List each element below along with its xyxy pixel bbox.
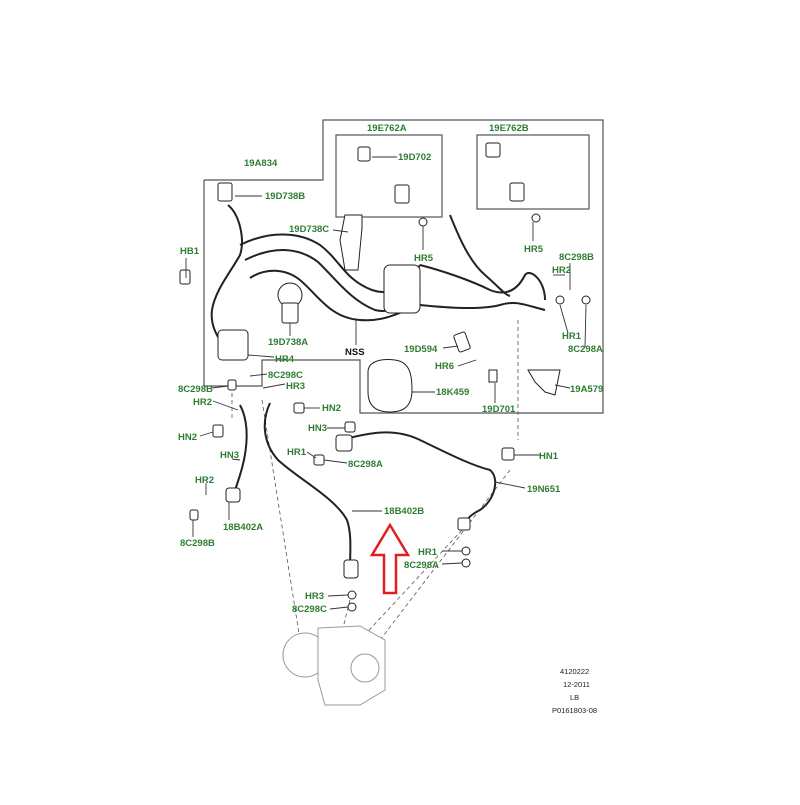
part-label: HR3: [286, 381, 305, 392]
part-label: HR2: [193, 397, 212, 408]
inset-box-19e762a: [335, 134, 443, 218]
components: [179, 142, 591, 413]
part-label: HN3: [308, 423, 327, 434]
part-label: HR2: [195, 475, 214, 486]
part-labels: 19E762A 19E762B 19A834 19D702 19D738B 19…: [178, 123, 603, 615]
part-label: 18B402B: [384, 506, 424, 517]
pipe-set: [210, 204, 546, 346]
part-label: HN2: [322, 403, 341, 414]
part-label: HN3: [220, 450, 239, 461]
part-label: 8C298C: [268, 370, 303, 381]
lower-hoses: [231, 402, 497, 573]
part-label: HR1: [562, 331, 582, 342]
part-label: 8C298A: [348, 459, 383, 470]
part-label: 19D738A: [268, 337, 308, 348]
caption-ref: P0161803-08: [552, 706, 597, 715]
part-label: HR4: [275, 354, 295, 365]
part-label: 8C298A: [568, 344, 603, 355]
part-label: 19E762B: [489, 123, 529, 134]
part-label: 19E762A: [367, 123, 407, 134]
diagram-caption: 4120222 12-2011 LB P0161803-08: [552, 667, 597, 715]
part-label: 19A834: [244, 158, 278, 169]
part-label: HR1: [418, 547, 438, 558]
part-label: 8C298B: [178, 384, 213, 395]
part-label: HR5: [414, 253, 434, 264]
part-label: 19D702: [398, 152, 431, 163]
part-label: 19D594: [404, 344, 438, 355]
assembly-frame: [203, 119, 604, 414]
part-label: HB1: [180, 246, 200, 257]
part-label: 8C298B: [559, 252, 594, 263]
part-label: HR6: [435, 361, 454, 372]
caption-date: 12-2011: [563, 680, 590, 689]
part-label: 19D701: [482, 404, 516, 415]
leader-lines: [185, 156, 587, 610]
part-label: HN1: [539, 451, 559, 462]
part-label: 8C298A: [404, 560, 439, 571]
part-label: 19D738C: [289, 224, 329, 235]
inset-box-19e762b: [476, 134, 590, 210]
part-label: 19N651: [527, 484, 561, 495]
caption-id: 4120222: [560, 667, 589, 676]
part-label: HN2: [178, 432, 197, 443]
part-label: HR5: [524, 244, 544, 255]
part-label: 19D738B: [265, 191, 305, 202]
compressor-ghost: [282, 625, 386, 706]
part-label: 8C298B: [180, 538, 215, 549]
part-label: 19A579: [570, 384, 603, 395]
part-label: HR2: [552, 265, 571, 276]
part-label: 18B402A: [223, 522, 263, 533]
caption-lang: LB: [570, 693, 579, 702]
lower-fittings: [189, 379, 515, 612]
part-label: NSS: [345, 347, 365, 358]
part-label: 18K459: [436, 387, 469, 398]
part-label: HR1: [287, 447, 307, 458]
dashed-guides: [231, 320, 519, 641]
arrow-up-icon: [369, 522, 411, 595]
part-label: HR3: [305, 591, 324, 602]
part-label: 8C298C: [292, 604, 327, 615]
